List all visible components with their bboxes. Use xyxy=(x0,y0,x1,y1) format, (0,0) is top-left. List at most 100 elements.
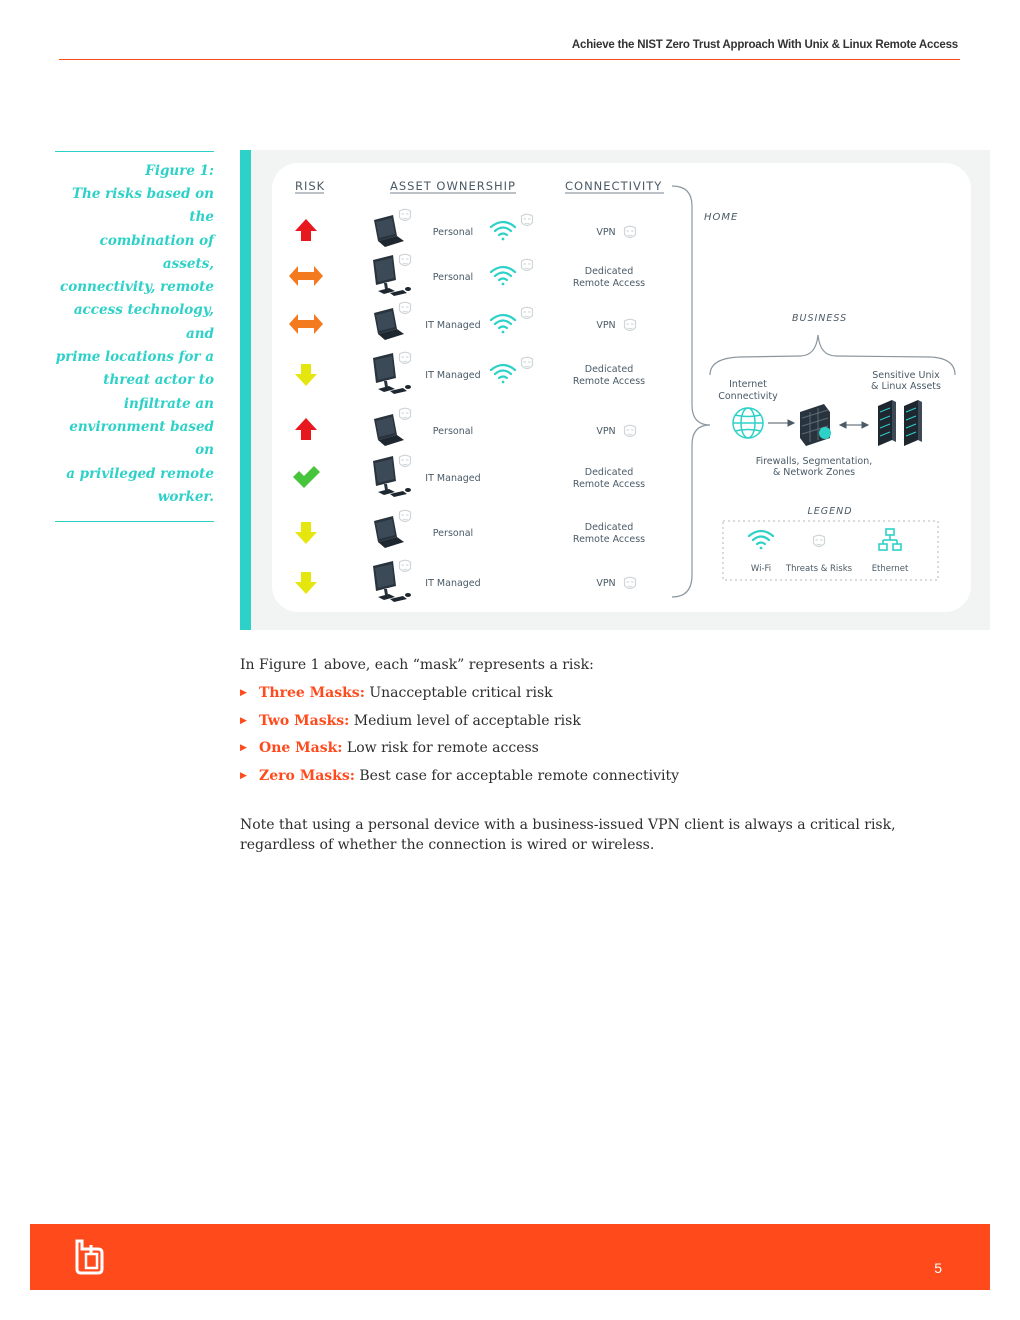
legend-mask-icon xyxy=(812,534,826,548)
header-asset-ownership: ASSET OWNERSHIP xyxy=(390,179,516,193)
assets-label-2: & Linux Assets xyxy=(871,381,941,392)
laptop-icon xyxy=(374,516,404,548)
mask-icon xyxy=(398,509,412,523)
caption-title: Figure 1: xyxy=(145,163,214,179)
ownership-label: Personal xyxy=(433,528,473,539)
risk-down-icon xyxy=(295,572,317,594)
ownership-label: IT Managed xyxy=(425,473,480,484)
internet-label-2: Connectivity xyxy=(718,391,778,402)
risk-up-icon xyxy=(295,418,317,440)
connectivity-label: Dedicated xyxy=(585,467,633,478)
caption-line: connectivity, remote xyxy=(59,279,214,296)
risk-both-icon xyxy=(289,266,323,286)
mask-icon xyxy=(398,208,412,222)
page-number: 5 xyxy=(934,1260,942,1276)
mask-risk-list: ▶ Three Masks: Unacceptable critical risk… xyxy=(240,683,679,793)
list-item: ▶ Three Masks: Unacceptable critical risk xyxy=(240,683,679,711)
home-label: HOME xyxy=(704,212,738,223)
mask-icon xyxy=(623,424,637,438)
figure-accent-bar xyxy=(240,150,251,630)
connectivity-label: VPN xyxy=(596,320,615,331)
legend-wifi-icon xyxy=(747,529,775,551)
legend-title: LEGEND xyxy=(807,506,852,517)
ownership-label: IT Managed xyxy=(425,578,480,589)
globe-icon xyxy=(732,407,764,439)
page-header-title: Achieve the NIST Zero Trust Approach Wit… xyxy=(571,39,958,51)
ownership-label: Personal xyxy=(433,272,473,283)
mask-icon xyxy=(623,576,637,590)
caption-line: The risks based on the xyxy=(72,186,214,226)
laptop-icon xyxy=(374,308,404,340)
connectivity-label: Remote Access xyxy=(573,479,645,490)
laptop-icon xyxy=(374,414,404,446)
caption-line: threat actor to xyxy=(103,372,214,389)
internet-label-1: Internet xyxy=(729,379,767,390)
firewall-label-1: Firewalls, Segmentation, xyxy=(756,456,873,467)
mask-icon xyxy=(520,356,534,370)
caption-line: infiltrate an xyxy=(123,395,214,412)
list-desc: Medium level of acceptable risk xyxy=(349,712,581,729)
page-footer: 5 xyxy=(30,1224,990,1290)
connectivity-label: Dedicated xyxy=(585,364,633,375)
legend-threats-label: Threats & Risks xyxy=(785,564,853,574)
caption-line: combination of assets, xyxy=(99,232,214,272)
risk-check-icon xyxy=(293,466,320,488)
list-term: Zero Masks: xyxy=(259,767,355,784)
mask-icon xyxy=(520,306,534,320)
caption-line: worker. xyxy=(157,488,214,505)
bullet-arrow-icon: ▶ xyxy=(240,770,247,781)
ownership-label: IT Managed xyxy=(425,320,480,331)
list-item: ▶One Mask: Low risk for remote access xyxy=(240,738,679,766)
arrow-right-icon xyxy=(768,419,796,427)
risk-down-icon xyxy=(295,364,317,386)
double-arrow-icon xyxy=(838,421,870,429)
caption-text: The risks based on the combination of as… xyxy=(55,183,214,509)
mask-icon xyxy=(623,225,637,239)
caption-line: access technology, and xyxy=(73,302,214,342)
bullet-arrow-icon: ▶ xyxy=(240,688,247,698)
wifi-icon xyxy=(489,313,517,335)
caption-line: environment based on xyxy=(69,418,214,459)
business-brace xyxy=(709,334,956,376)
connectivity-label: Remote Access xyxy=(573,376,645,387)
connectivity-label: Dedicated xyxy=(585,266,633,277)
mask-icon xyxy=(398,301,412,315)
risk-up-icon xyxy=(295,219,317,241)
connectivity-label: Remote Access xyxy=(573,278,645,289)
list-desc: Unacceptable critical risk xyxy=(364,685,553,701)
business-label: BUSINESS xyxy=(792,313,847,324)
risk-figure: RISK ASSET OWNERSHIP CONNECTIVITY Person… xyxy=(289,179,956,602)
server-icon xyxy=(878,400,922,446)
ownership-label: IT Managed xyxy=(425,370,480,381)
list-term: Three Masks: xyxy=(259,685,365,701)
list-term: Two Masks: xyxy=(259,712,350,729)
list-item: ▶ Zero Masks: Best case for acceptable re… xyxy=(240,766,679,794)
figure-caption: Figure 1: The risks based on the combina… xyxy=(55,151,214,523)
mask-icon xyxy=(398,454,412,468)
bullet-arrow-icon: ▶ xyxy=(240,715,247,726)
header-connectivity: CONNECTIVITY xyxy=(565,179,662,193)
legend-ethernet-icon xyxy=(878,528,902,551)
risk-both-icon xyxy=(289,314,323,334)
wifi-icon xyxy=(489,220,517,242)
connectivity-label: Remote Access xyxy=(573,534,645,545)
list-item: ▶ Two Masks: Medium level of acceptable r… xyxy=(240,711,679,739)
figure-intro: In Figure 1 above, each “mask” represent… xyxy=(240,657,594,673)
risk-down-icon xyxy=(295,522,317,544)
list-desc: Best case for acceptable remote connecti… xyxy=(354,767,679,784)
assets-label-1: Sensitive Unix xyxy=(872,370,940,381)
mask-icon xyxy=(398,559,412,573)
header-rule xyxy=(59,59,960,60)
mask-icon xyxy=(623,318,637,332)
list-term: One Mask: xyxy=(259,740,343,756)
caption-line: prime locations for a xyxy=(55,349,214,366)
mask-icon xyxy=(520,258,534,272)
figure-row: IT Managed VPN xyxy=(289,301,637,340)
